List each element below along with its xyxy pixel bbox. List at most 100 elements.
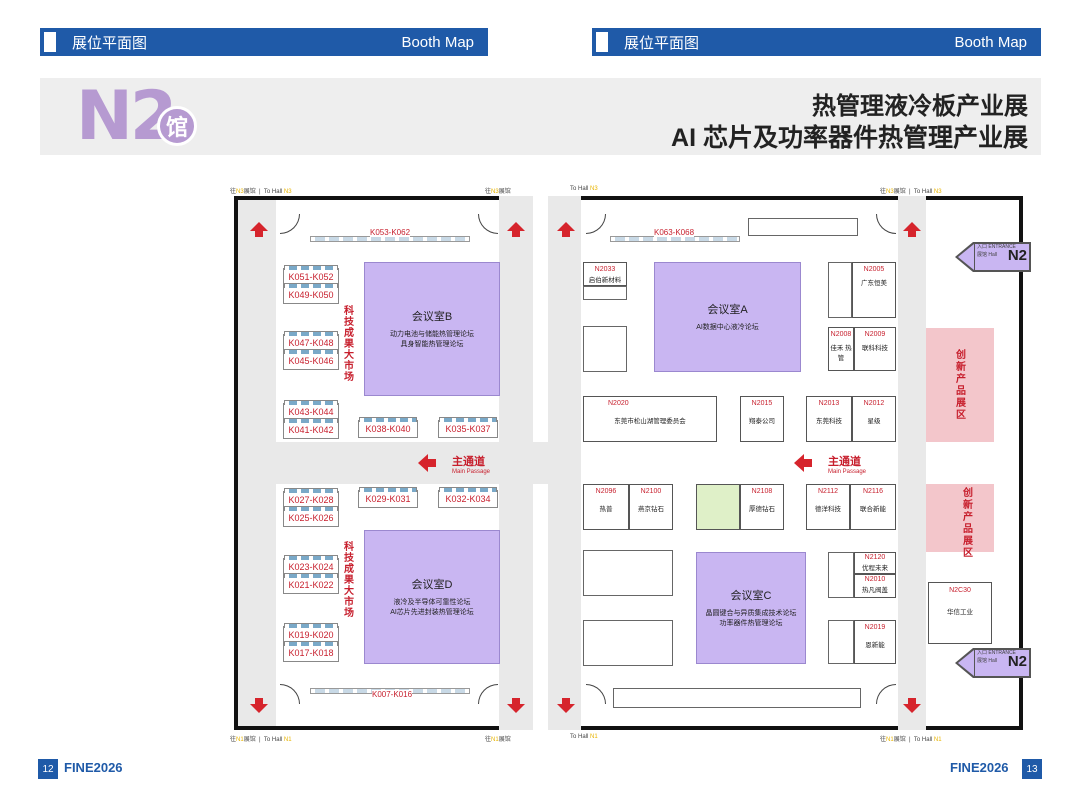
exit-arrow-up [250, 222, 268, 237]
small-booth [748, 218, 858, 236]
left-header-bar: 展位平面图 Booth Map [40, 28, 488, 56]
exit-arrow-down [250, 698, 268, 713]
small-booth [828, 262, 852, 318]
exhibitor-booth [696, 484, 740, 530]
right-header-bar: 展位平面图 Booth Map [592, 28, 1041, 56]
right-aisle [898, 196, 926, 730]
room-name: 会议室D [411, 579, 453, 591]
page-number-right: 13 [1022, 759, 1042, 779]
k-booth: K017-K018 [283, 641, 339, 662]
room-forum: 动力电池与储能热管理论坛 [390, 331, 474, 338]
header-subtitle: Booth Map [401, 33, 474, 51]
nav-to-n1-left: 往N1展馆 | To Hall N1 [230, 737, 292, 743]
k-booth: K051-K052 [283, 265, 339, 286]
room-forum: AI芯片先进封装热管理论坛 [390, 609, 474, 616]
exit-arrow-up [507, 222, 525, 237]
k-booth: K038-K040 [358, 417, 418, 438]
k-booth: K041-K042 [283, 418, 339, 439]
exhibition-title-1: 热管理液冷板产业展 [812, 93, 1028, 120]
exit-arrow-down [507, 698, 525, 713]
room-forum: 功率器件热管理论坛 [719, 620, 783, 627]
meeting-room-b: 会议室B 动力电池与储能热管理论坛 具身智能热管理论坛 [364, 262, 500, 396]
k-booth: K032-K034 [438, 487, 498, 508]
bottom-strip-label: K007-K016 [372, 690, 413, 699]
header-title: 展位平面图 [72, 34, 148, 52]
entrance-bottom: 入口 ENTRANCE 展馆 Hall N2 [955, 648, 1033, 678]
room-name: 会议室B [411, 311, 453, 323]
meeting-room-a: 会议室A AI数据中心液冷论坛 [654, 262, 801, 372]
main-passage-arrow [418, 454, 436, 472]
page-number-left: 12 [38, 759, 58, 779]
k-booth: K049-K050 [283, 283, 339, 304]
header-title: 展位平面图 [624, 34, 700, 52]
exit-arrow-down [557, 698, 575, 713]
nav-to-n1-mid: 往N1展馆 [485, 737, 511, 743]
k-booth: K047-K048 [283, 331, 339, 352]
tech-market-label-bottom: 科技成果大市场 [344, 542, 354, 619]
room-forum: 液冷及半导体可靠性论坛 [393, 599, 471, 606]
innovation-zone-label: 创新产品展区 [963, 488, 973, 559]
k-booth: K029-K031 [358, 487, 418, 508]
main-passage-arrow [794, 454, 812, 472]
exit-arrow-up [903, 222, 921, 237]
small-booth [583, 286, 627, 300]
brand-right: FINE2026 [950, 760, 1009, 775]
nav-to-n3-mid: 往N3展馆 [485, 189, 511, 195]
top-strip-label: K053-K062 [370, 228, 411, 237]
nav-to-n1-far: 往N1展馆 | To Hall N1 [880, 737, 942, 743]
room-forum: 晶圆键合与异质集成技术论坛 [705, 610, 797, 617]
k-booth: K025-K026 [283, 506, 339, 527]
exit-arrow-up [557, 222, 575, 237]
small-booth [583, 550, 673, 596]
small-booth [828, 552, 854, 598]
small-booth [828, 620, 854, 664]
top-strip-label: K063-K068 [654, 228, 695, 237]
small-booth [583, 620, 673, 666]
k-booth: K045-K046 [283, 349, 339, 370]
room-name: 会议室C [730, 590, 772, 602]
k-booth: K023-K024 [283, 555, 339, 576]
innovation-zone-bottom [926, 484, 994, 552]
header-square-icon [40, 28, 64, 56]
hall-title-band [40, 78, 1041, 155]
nav-to-n3-left: 往N3展馆 | To Hall N3 [230, 189, 292, 195]
room-forum: AI数据中心液冷论坛 [696, 324, 759, 331]
k-booth: K035-K037 [438, 417, 498, 438]
small-booth [583, 326, 627, 372]
room-name: 会议室A [707, 304, 748, 316]
exhibition-title-2: AI 芯片及功率器件热管理产业展 [671, 124, 1028, 152]
header-subtitle: Booth Map [954, 33, 1027, 51]
innovation-zone-label: 创新产品展区 [956, 350, 966, 421]
meeting-room-c: 会议室C 晶圆键合与异质集成技术论坛 功率器件热管理论坛 [696, 552, 806, 664]
header-square-icon [592, 28, 616, 56]
nav-to-n3-far: 往N3展馆 | To Hall N3 [880, 189, 942, 195]
exit-arrow-down [903, 698, 921, 713]
meeting-room-d: 会议室D 液冷及半导体可靠性论坛 AI芯片先进封装热管理论坛 [364, 530, 500, 664]
room-forum: 具身智能热管理论坛 [400, 341, 464, 348]
nav-to-n1-right: To Hall N1 [570, 734, 598, 740]
small-booth [613, 688, 861, 708]
innovation-zone-top [926, 328, 994, 442]
tech-market-label-top: 科技成果大市场 [344, 306, 354, 383]
k-booth: K021-K022 [283, 573, 339, 594]
brand-left: FINE2026 [64, 760, 123, 775]
